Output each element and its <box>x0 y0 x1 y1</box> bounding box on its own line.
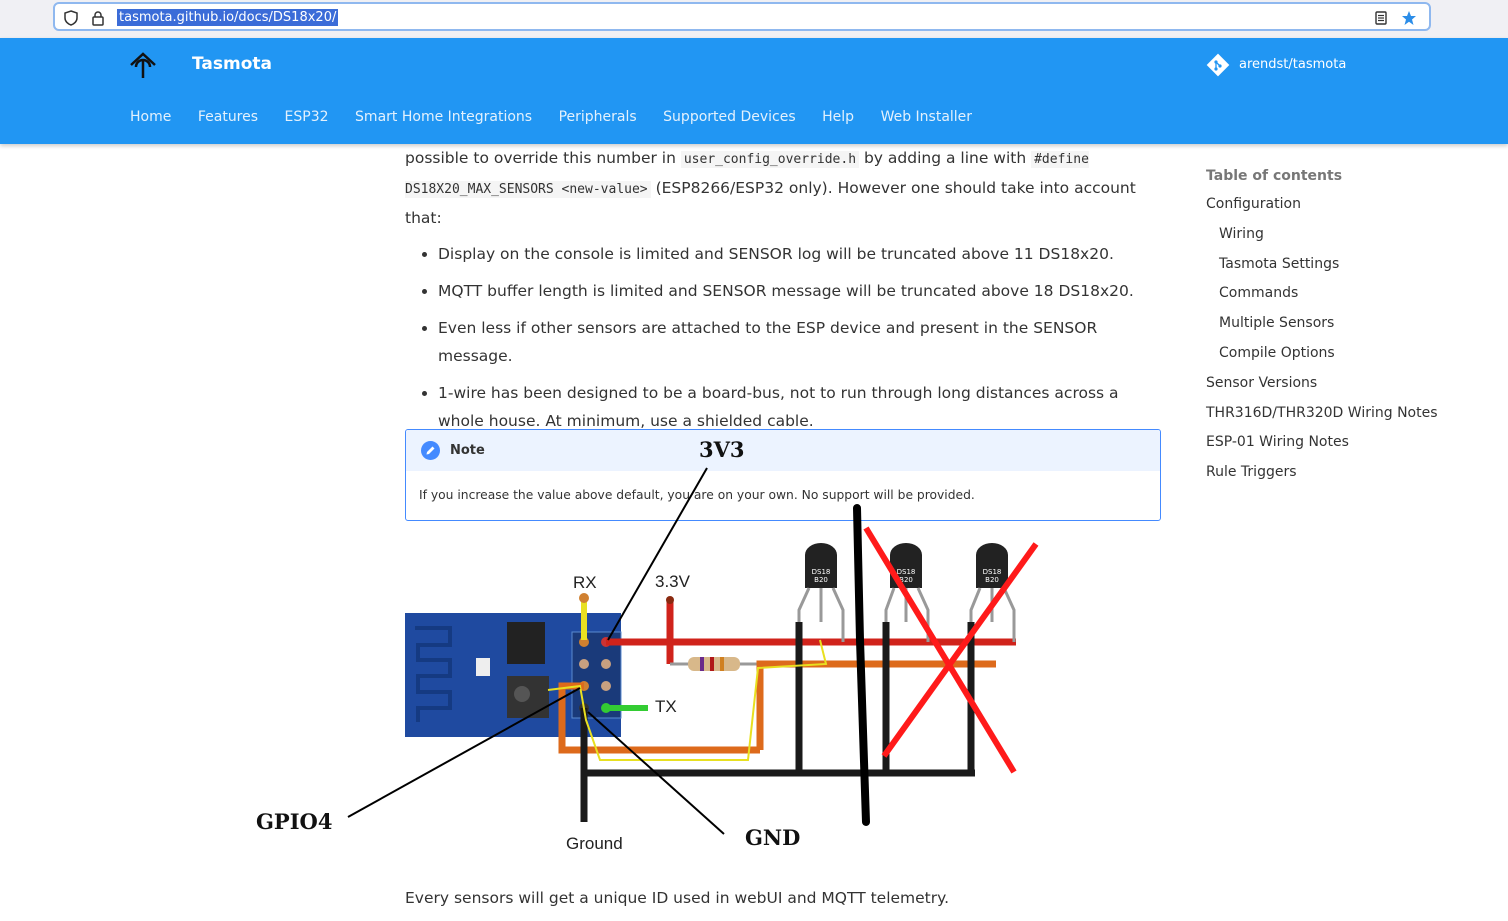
tab-web-installer[interactable]: Web Installer <box>880 109 973 125</box>
list-item: 1-wire has been designed to be a board-b… <box>438 379 1165 435</box>
list-item: Display on the console is limited and SE… <box>438 240 1165 268</box>
label-rx: RX <box>573 573 597 592</box>
limits-list: Display on the console is limited and SE… <box>405 240 1165 435</box>
tab-help[interactable]: Help <box>822 109 855 125</box>
toc-item-tasmota-settings[interactable]: Tasmota Settings <box>1219 255 1340 272</box>
tasmota-logo-icon[interactable] <box>128 51 158 81</box>
list-item: MQTT buffer length is limited and SENSOR… <box>438 277 1165 305</box>
site-header: Tasmota arendst/tasmota Home Features ES… <box>0 38 1508 144</box>
intro-text-1: possible to override this number in <box>405 149 681 167</box>
site-title[interactable]: Tasmota <box>192 54 272 74</box>
repo-link[interactable]: arendst/tasmota <box>1206 53 1346 81</box>
code-user-config: user_config_override.h <box>680 151 860 168</box>
shield-icon[interactable] <box>63 10 79 26</box>
toc-item-configuration[interactable]: Configuration <box>1206 196 1301 212</box>
label-ground: Ground <box>566 834 623 853</box>
intro-paragraph: possible to override this number in user… <box>405 144 1165 232</box>
intro-text-3: (ESP8266/ESP32 only). However one should… <box>405 179 1136 227</box>
annotation-gpio4: GPIO4 <box>256 809 333 834</box>
red-cross-mark <box>863 526 1039 774</box>
toc-item-rule-triggers[interactable]: Rule Triggers <box>1206 464 1297 481</box>
pencil-icon <box>421 441 440 460</box>
annotation-3v3: 3V3 <box>699 437 745 462</box>
esp01-board <box>405 613 622 737</box>
note-admonition: Note If you increase the value above def… <box>405 429 1161 521</box>
tab-esp32[interactable]: ESP32 <box>284 109 329 125</box>
tab-features[interactable]: Features <box>197 109 259 125</box>
toc-item-thr316d-wiring-notes[interactable]: THR316D/THR320D Wiring Notes <box>1206 404 1438 421</box>
annotation-gnd: GND <box>745 825 801 850</box>
toc-item-commands[interactable]: Commands <box>1219 285 1299 302</box>
reader-view-icon[interactable] <box>1373 10 1389 26</box>
tab-supported-devices[interactable]: Supported Devices <box>663 109 796 125</box>
toc-item-multiple-sensors[interactable]: Multiple Sensors <box>1219 315 1335 332</box>
toc-item-esp01-wiring-notes[interactable]: ESP-01 Wiring Notes <box>1206 434 1349 451</box>
toc-item-wiring[interactable]: Wiring <box>1219 225 1264 242</box>
sensor-3 <box>969 543 1016 642</box>
intro-text-2: by adding a line with <box>859 149 1032 167</box>
toc-item-sensor-versions[interactable]: Sensor Versions <box>1206 374 1318 391</box>
annotation-line-3v3 <box>607 467 708 641</box>
list-item: Even less if other sensors are attached … <box>438 314 1165 370</box>
nav-tabs: Home Features ESP32 Smart Home Integrati… <box>130 109 999 125</box>
tab-peripherals[interactable]: Peripherals <box>558 109 637 125</box>
article-content: possible to override this number in user… <box>405 144 1165 444</box>
lock-icon[interactable] <box>90 10 106 26</box>
tab-smart-home-integrations[interactable]: Smart Home Integrations <box>355 109 533 125</box>
annotation-line-gnd <box>587 711 725 835</box>
toc-title: Table of contents <box>1206 168 1343 184</box>
bookmark-star-icon[interactable] <box>1401 10 1417 26</box>
after-diagram-text: Every sensors will get a unique ID used … <box>405 889 950 907</box>
note-text: If you increase the value above default,… <box>419 488 975 502</box>
tab-home[interactable]: Home <box>130 109 172 125</box>
browser-toolbar: tasmota.github.io/docs/DS18x20/ <box>0 0 1508 38</box>
toc-item-compile-options[interactable]: Compile Options <box>1219 344 1335 361</box>
address-bar[interactable]: tasmota.github.io/docs/DS18x20/ <box>53 2 1431 31</box>
label-tx: TX <box>655 697 677 716</box>
note-header: Note <box>406 430 1160 471</box>
git-icon <box>1206 53 1230 77</box>
label-3v3: 3.3V <box>655 572 691 591</box>
url-text[interactable]: tasmota.github.io/docs/DS18x20/ <box>117 9 339 26</box>
sensor-1 <box>797 543 845 642</box>
note-title: Note <box>450 443 485 458</box>
marker-line <box>853 504 870 826</box>
table-of-contents: Table of contents Configuration Wiring T… <box>1206 168 1438 492</box>
repo-name: arendst/tasmota <box>1239 57 1347 72</box>
annotation-line-gpio4 <box>347 687 581 818</box>
wires <box>547 593 1016 822</box>
